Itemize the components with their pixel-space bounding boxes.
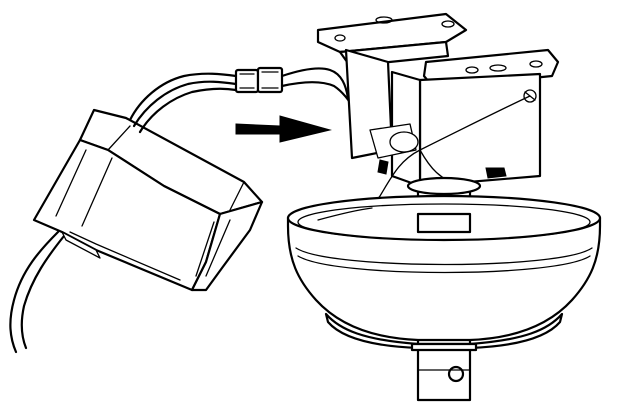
- canopy: [286, 194, 602, 352]
- receiver-wires: [128, 72, 238, 134]
- direction-arrow-icon: [235, 115, 332, 143]
- trailing-wires: [9, 230, 66, 354]
- receiver-box: [32, 108, 264, 292]
- mounting-bracket: [316, 12, 560, 221]
- ground-wire: [317, 207, 373, 221]
- wire-connector: [234, 66, 284, 94]
